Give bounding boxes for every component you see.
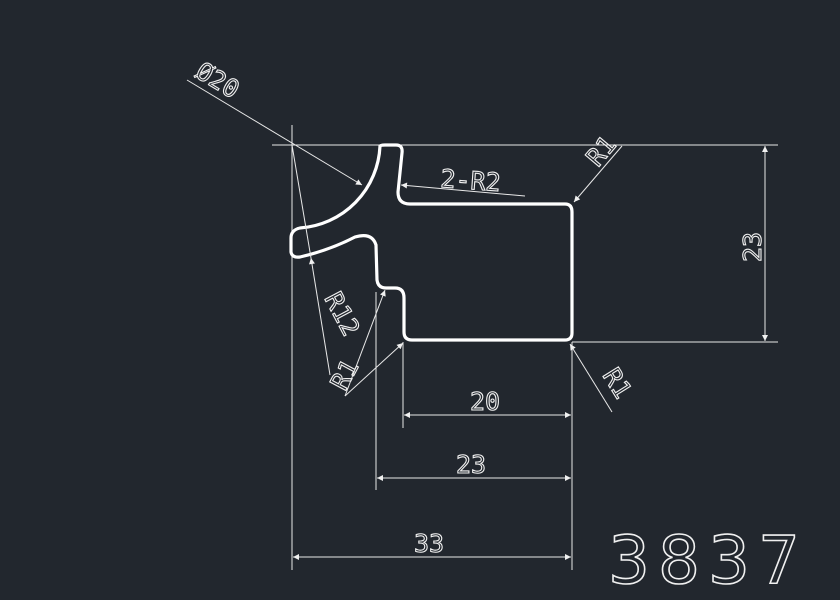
r12-leader [309, 257, 331, 376]
part-number: 3837 [608, 522, 808, 599]
height-label: 23 [738, 232, 767, 262]
diameter-leader [186, 79, 363, 186]
width-33-label: 33 [414, 529, 444, 558]
width-23-label: 23 [456, 450, 486, 479]
r1-top-label: R1 [580, 130, 622, 172]
extension-lines [272, 125, 778, 570]
fillet-leader [400, 182, 526, 197]
width-20-label: 20 [470, 387, 500, 416]
fillet-label: 2-R2 [440, 164, 502, 197]
diameter-label: Ø20 [191, 56, 245, 104]
r1-top-leader [573, 145, 623, 203]
r12-label: R12 [319, 287, 366, 340]
r1-bottom-leader [569, 343, 613, 413]
r1-left-leader [344, 289, 386, 397]
extrusion-profile [289, 143, 574, 342]
